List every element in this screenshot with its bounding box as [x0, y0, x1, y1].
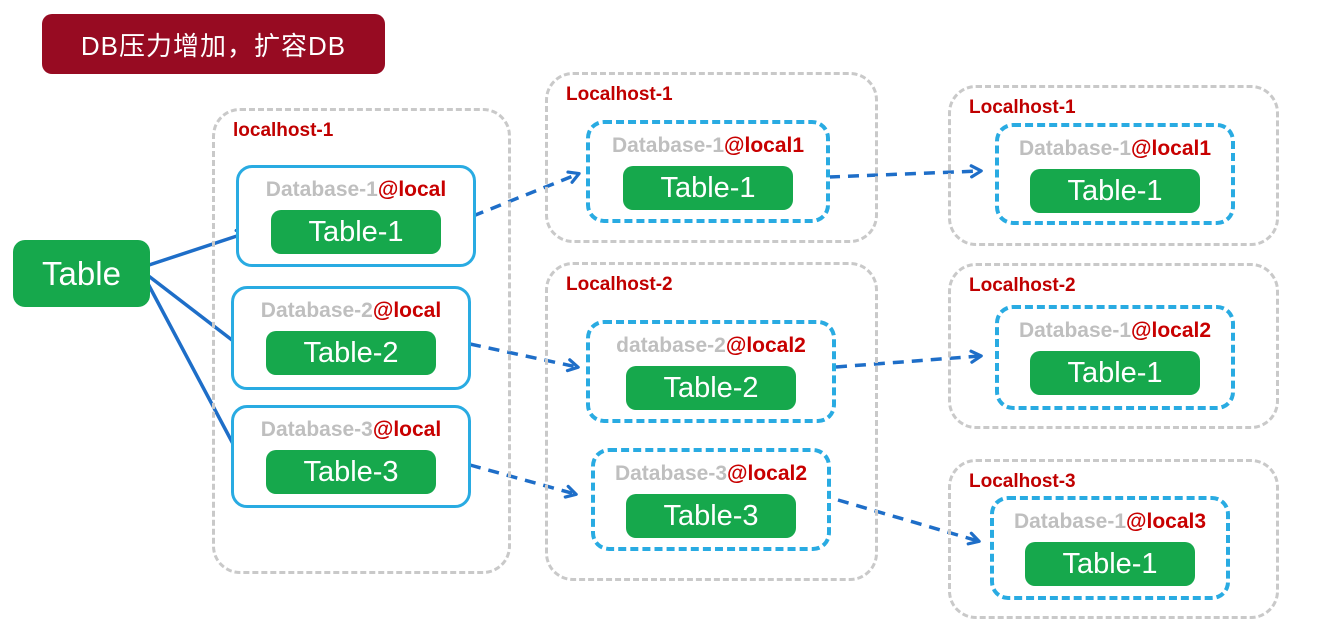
db-node-database-1-local2-final: Database-1@local2 Table-1: [995, 305, 1235, 410]
host-stage3-localhost-1: Localhost-1 Database-1@local1 Table-1: [948, 85, 1279, 246]
db-title: Database-1@local3: [1014, 509, 1206, 535]
table-node: Table-3: [266, 450, 436, 494]
db-title: Database-3@local2: [615, 461, 807, 487]
host-stage3-localhost-3: Localhost-3 Database-1@local3 Table-1: [948, 459, 1279, 619]
db-node-database-3-local2: Database-3@local2 Table-3: [591, 448, 831, 551]
table-node: Table-1: [1030, 169, 1200, 213]
host-label: Localhost-1: [566, 84, 673, 105]
host-label: Localhost-2: [969, 275, 1076, 296]
db-title: Database-2@local: [261, 298, 441, 324]
table-node: Table-1: [1030, 351, 1200, 395]
source-table-node: Table: [13, 240, 150, 307]
arrow-table-to-table2: [144, 272, 248, 353]
db-name: Database-1: [1018, 137, 1132, 160]
db-location: @local2: [727, 462, 808, 485]
db-node-database-1-local1-final: Database-1@local1 Table-1: [995, 123, 1235, 225]
db-name: Database-1: [265, 178, 378, 201]
db-name: Database-1: [611, 134, 725, 157]
db-location: @local2: [1131, 319, 1212, 342]
db-name: database-2: [616, 334, 726, 357]
host-label: Localhost-1: [969, 97, 1076, 118]
table-node: Table-1: [623, 166, 793, 210]
arrow-table-to-table1: [145, 228, 249, 268]
db-node-database-1-local1: Database-1@local1 Table-1: [586, 120, 830, 223]
db-location: @local: [372, 418, 442, 441]
db-node-database-3-local: Database-3@local Table-3: [231, 405, 471, 508]
host-stage3-localhost-2: Localhost-2 Database-1@local2 Table-1: [948, 263, 1279, 429]
title-banner: DB压力增加，扩容DB: [42, 14, 385, 74]
host-stage1-localhost-1: localhost-1 Database-1@local Table-1 Dat…: [212, 108, 511, 574]
db-node-database-2-local: Database-2@local Table-2: [231, 286, 471, 390]
db-title: database-2@local2: [616, 333, 806, 359]
db-node-database-1-local: Database-1@local Table-1: [236, 165, 476, 267]
db-name: Database-2: [260, 299, 373, 322]
db-name: Database-1: [1013, 510, 1127, 533]
table-node: Table-1: [1025, 542, 1195, 586]
db-location: @local1: [1131, 137, 1212, 160]
host-stage2-localhost-2: Localhost-2 database-2@local2 Table-2 Da…: [545, 262, 878, 581]
db-name: Database-3: [614, 462, 728, 485]
host-label: Localhost-2: [566, 274, 673, 295]
db-node-database-2-local2: database-2@local2 Table-2: [586, 320, 836, 423]
db-title: Database-1@local1: [612, 133, 804, 159]
host-label: localhost-1: [233, 120, 334, 141]
arrow-host1-to-host1: [828, 164, 983, 179]
db-title: Database-1@local: [266, 177, 446, 203]
db-title: Database-1@local2: [1019, 318, 1211, 344]
host-stage2-localhost-1: Localhost-1 Database-1@local1 Table-1: [545, 72, 878, 243]
arrow-host2-to-host3: [837, 498, 981, 546]
table-node: Table-3: [626, 494, 796, 538]
arrow-host2-to-host2: [835, 349, 983, 369]
table-node: Table-2: [266, 331, 436, 375]
host-label: Localhost-3: [969, 471, 1076, 492]
db-node-database-1-local3-final: Database-1@local3 Table-1: [990, 496, 1230, 600]
db-title: Database-3@local: [261, 417, 441, 443]
table-node: Table-1: [271, 210, 441, 254]
db-location: @local1: [724, 134, 805, 157]
db-name: Database-1: [1018, 319, 1132, 342]
db-location: @local3: [1126, 510, 1207, 533]
db-location: @local2: [725, 334, 806, 357]
db-title: Database-1@local1: [1019, 136, 1211, 162]
db-location: @local: [372, 299, 442, 322]
db-name: Database-3: [260, 418, 373, 441]
db-location: @local: [377, 178, 447, 201]
table-node: Table-2: [626, 366, 796, 410]
